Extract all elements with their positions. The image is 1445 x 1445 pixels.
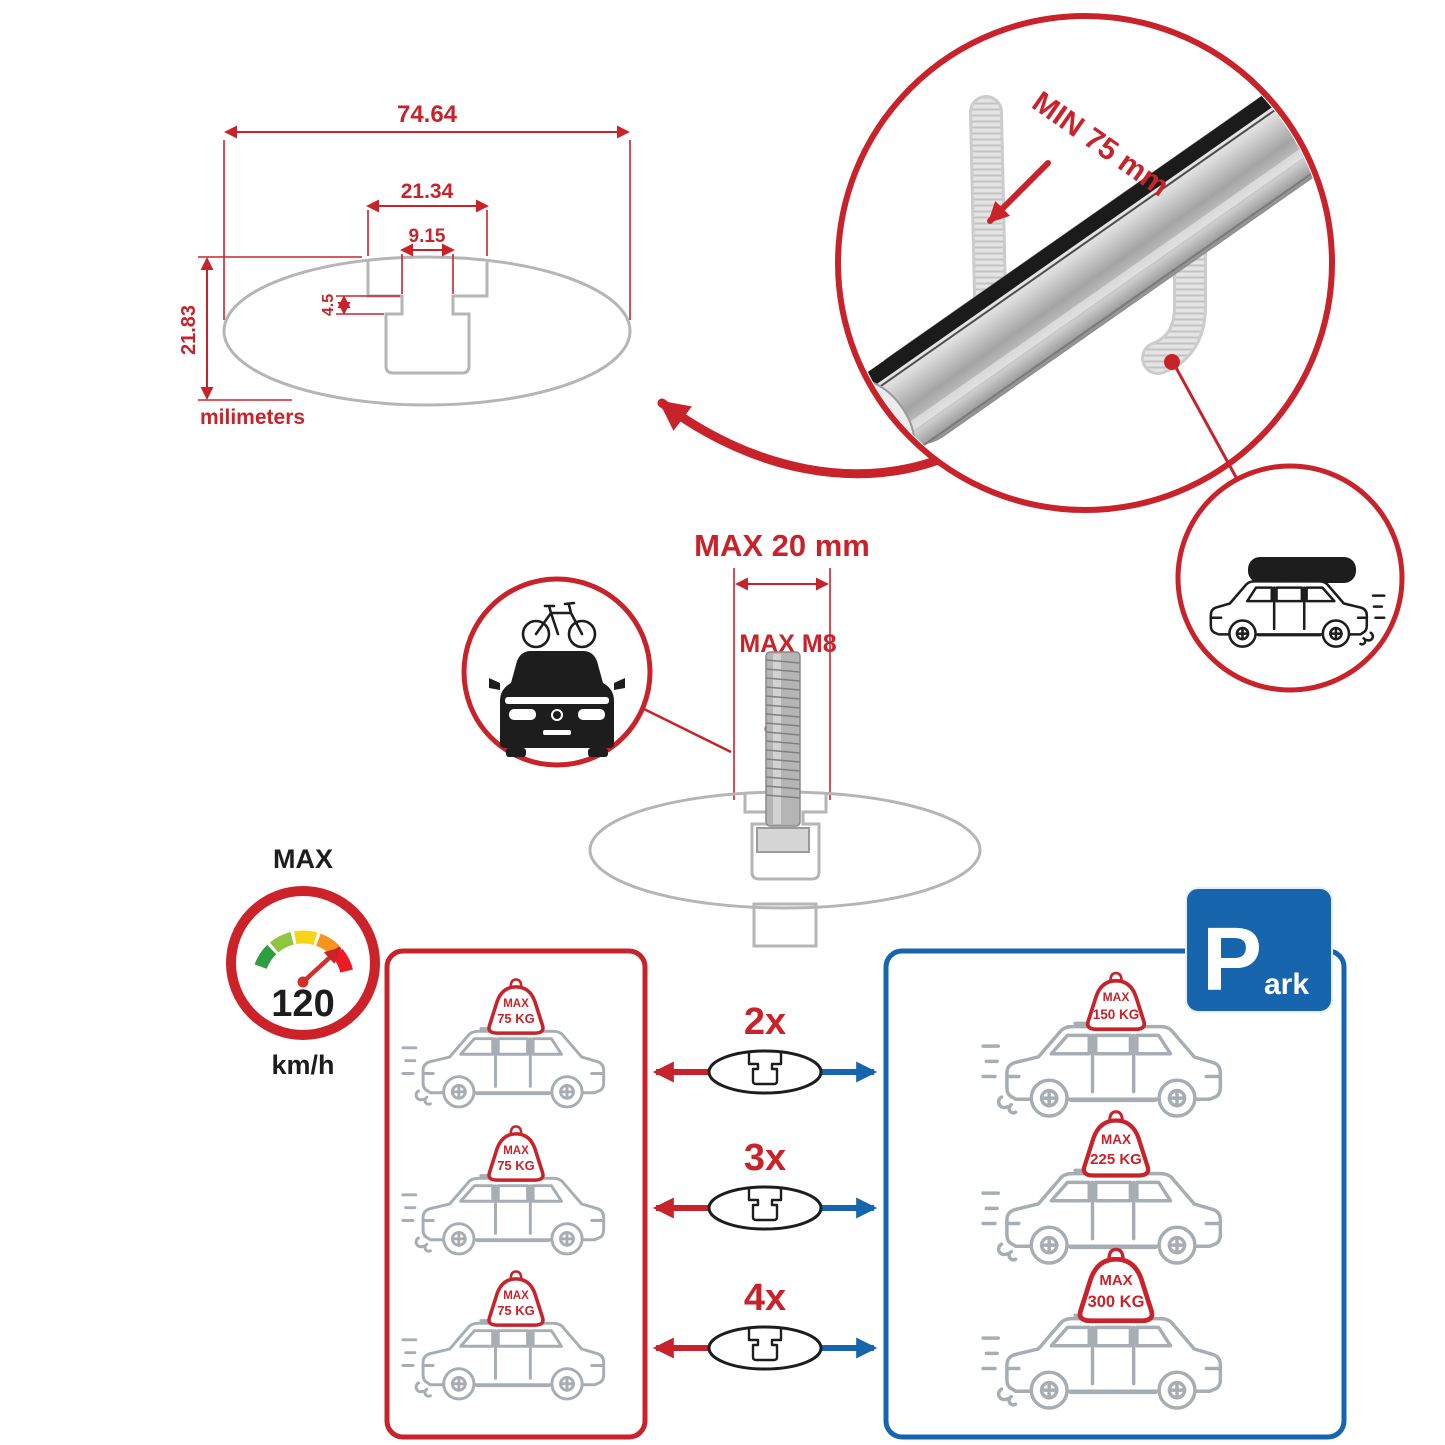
slot-nut [756, 827, 810, 853]
dim-flange-depth: 4.5 [320, 294, 400, 316]
rubber-strip [852, 49, 1328, 395]
cargo-max-label: MAX [1103, 990, 1130, 1004]
headlight-right [578, 709, 605, 720]
speed-heading: MAX [273, 844, 333, 874]
bolt-t-slot [743, 794, 828, 881]
roofbox-car-circle [1175, 463, 1405, 693]
cargo-weight-label: 225 KG [1090, 1151, 1142, 1168]
clamp-strap-right [1141, 183, 1207, 375]
dim-slot-outer-value: 21.34 [401, 180, 454, 203]
clamp-strap-left [969, 95, 1007, 313]
dim-total-height: 21.83 [178, 256, 362, 401]
cargo-weight-label: 300 KG [1088, 1293, 1145, 1311]
multiplier-row-2: 3x [652, 1137, 878, 1231]
speed-unit: km/h [271, 1050, 334, 1080]
car-front-icon [489, 651, 625, 757]
cargo-max-label: MAX [1099, 1272, 1132, 1289]
crossbar-profile-icon [707, 1049, 823, 1095]
bike-circle-leader [641, 706, 732, 754]
clamp-min-arrow [987, 160, 1051, 224]
right-car-row-1: MAX 150 KG [981, 971, 1223, 1118]
dim-slot-outer-width: 21.34 [366, 180, 489, 256]
speed-value: 120 [271, 983, 334, 1025]
blue-load-box: MAX 150 KG MAX 225 KG MAX 300 KG [883, 948, 1347, 1440]
crossbar-profile-icon [707, 1185, 823, 1231]
bike-car-circle [461, 576, 732, 768]
roof-box [1248, 557, 1356, 583]
dim-slot-inner-value: 9.15 [409, 226, 446, 247]
bolt-max-length-label: MAX 20 mm [694, 528, 870, 563]
dim-total-width: 74.64 [223, 101, 631, 320]
left-car-row-3: MAX 75 KG [401, 1269, 606, 1401]
bolt-callout: MAX 20 mm MAX M8 [588, 528, 982, 948]
left-car-row-2: MAX 75 KG [401, 1124, 606, 1256]
gauge-needle [300, 946, 342, 985]
right-car-row-2: MAX 225 KG [981, 1112, 1223, 1265]
parking-sign: P ark [1185, 887, 1333, 1013]
profile-ellipse-outline [222, 255, 632, 407]
cargo-weight-label: 150 KG [1093, 1007, 1140, 1022]
multiplier-label: 4x [744, 1277, 786, 1319]
t-slot-profile [366, 261, 489, 375]
left-car-row-1: MAX 75 KG [401, 977, 606, 1109]
right-car-row-3: MAX 300 KG [981, 1249, 1223, 1410]
cargo-weight-label: 75 KG [497, 1303, 535, 1318]
crossbar-profile-icon [707, 1325, 823, 1371]
speedometer-icon [226, 886, 380, 1040]
speed-limit-gauge: MAX 120 km/h [226, 844, 380, 1080]
crossbar-detail-circle: MIN 75 mm [835, 13, 1335, 513]
cargo-weight-label: 75 KG [497, 1011, 535, 1026]
park-rest: ark [1264, 968, 1309, 1001]
dim-flange-depth-value: 4.5 [320, 294, 337, 316]
cargo-weight-label: 75 KG [497, 1158, 535, 1173]
cargo-max-label: MAX [503, 998, 529, 1010]
profile-stem [752, 902, 818, 948]
multiplier-row-1: 2x [652, 1001, 878, 1095]
crossbar-photo [842, 49, 1328, 467]
headlight-left [509, 709, 536, 720]
multiplier-row-3: 4x [652, 1277, 878, 1371]
multiplier-label: 2x [744, 1001, 786, 1043]
cargo-max-label: MAX [503, 1290, 529, 1302]
park-letter: P [1202, 910, 1262, 1010]
dim-slot-inner-width: 9.15 [400, 226, 455, 294]
bar-to-drawing-arrow [657, 398, 963, 479]
bolt [756, 651, 810, 853]
profile-dimension-drawing: 74.64 21.34 9.15 4.5 21.83 milimeters [178, 101, 632, 429]
bolt-threads [765, 659, 801, 799]
bicycle-icon [521, 601, 597, 649]
dim-total-height-value: 21.83 [178, 305, 200, 355]
detail-circle-ring [835, 13, 1335, 513]
cargo-max-label: MAX [1101, 1132, 1131, 1147]
units-label: milimeters [200, 406, 305, 429]
multiplier-label: 3x [744, 1137, 786, 1179]
cargo-max-label: MAX [503, 1145, 529, 1157]
aluminium-bar [842, 49, 1328, 467]
dim-total-width-value: 74.64 [397, 101, 458, 128]
callout-connector [1172, 363, 1239, 480]
red-load-box: MAX 75 KG MAX 75 KG MAX 75 KG [384, 948, 648, 1440]
